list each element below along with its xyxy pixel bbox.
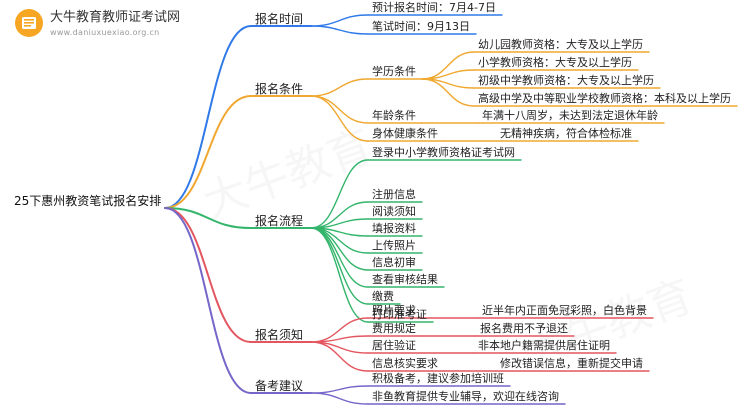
connector-line [310,159,369,229]
leaf-junior-middle-requirement: 初级中学教师资格：大专及以上学历 [478,74,654,87]
branch-eligibility: 报名条件 [255,82,304,96]
leaf-info-verification-detail: 修改错误信息，重新提交申请 [500,357,643,370]
leaf-registration-period: 预计报名时间：7月4-7日 [372,1,496,14]
leaf-kindergarten-requirement: 幼儿园教师资格：大专及以上学历 [478,38,643,51]
connector-line [310,227,369,271]
node-fee-rule: 费用规定 [372,322,416,335]
leaf-primary-requirement: 小学教师资格：大专及以上学历 [478,56,632,69]
node-health-requirement: 身体健康条件 [372,127,438,140]
branch-exam-prep-advice: 备考建议 [255,379,304,393]
step-initial-review: 信息初审 [372,256,416,269]
step-upload-photo: 上传照片 [372,239,416,252]
connector-line [310,25,369,35]
root-topic: 25下惠州教资笔试报名安排 [14,194,162,208]
leaf-residence-detail: 非本地户籍需提供居住证明 [478,339,610,352]
branch-registration-time: 报名时间 [255,12,304,26]
connector-line [310,95,369,142]
branch-registration-process: 报名流程 [255,214,304,228]
site-url: www.daniuxuexiao.org.cn [50,28,160,37]
connector-line [310,227,369,305]
leaf-prep-training: 积极备考，建议参加培训班 [372,372,504,385]
leaf-fee-detail: 报名费用不予退还 [480,322,568,335]
node-info-verification: 信息核实要求 [372,357,438,370]
node-education-requirement: 学历条件 [372,65,416,78]
step-login-website: 登录中小学教师资格证考试网 [372,146,515,159]
leaf-health-detail: 无精神疾病，符合体检标准 [500,127,632,140]
connector-line [421,78,475,107]
connector-line [310,227,369,288]
connector-line [310,392,369,405]
connector-line [310,14,369,27]
site-logo[interactable]: 大牛教育教师证考试网 www.daniuxuexiao.org.cn [14,6,234,46]
connector-line [310,78,369,97]
branch-registration-notes: 报名须知 [255,328,304,342]
leaf-photo-detail: 近半年内正面免冠彩照，白色背景 [482,304,647,317]
step-check-review-result: 查看审核结果 [372,273,438,286]
leaf-exam-date: 笔试时间：9月13日 [372,20,470,33]
site-name: 大牛教育教师证考试网 [50,10,181,25]
node-age-requirement: 年龄条件 [372,109,416,122]
connector-line [310,227,369,323]
step-print-admission-ticket: 打印准考证 [372,308,427,321]
connector-line [164,207,252,229]
step-fill-materials: 填报资料 [372,222,416,235]
leaf-age-detail: 年满十八周岁，未达到法定退休年龄 [482,109,658,122]
book-icon [15,9,43,37]
leaf-prep-tutoring: 非鱼教育提供专业辅导，欢迎在线咨询 [372,390,559,403]
node-photo-requirement: 照片要求 [372,304,416,317]
connector-line [164,25,252,209]
step-read-notice: 阅读须知 [372,205,416,218]
connector-line [310,341,369,372]
connector-line [310,385,369,394]
step-payment: 缴费 [372,290,394,303]
connector-line [164,207,252,343]
leaf-senior-vocational-requirement: 高级中学及中等职业学校教师资格：本科及以上学历 [478,92,731,105]
connector-line [164,207,252,394]
connector-line [164,95,252,209]
node-residence-verification: 居住验证 [372,339,416,352]
step-register-info: 注册信息 [372,188,416,201]
connector-line [310,335,369,343]
